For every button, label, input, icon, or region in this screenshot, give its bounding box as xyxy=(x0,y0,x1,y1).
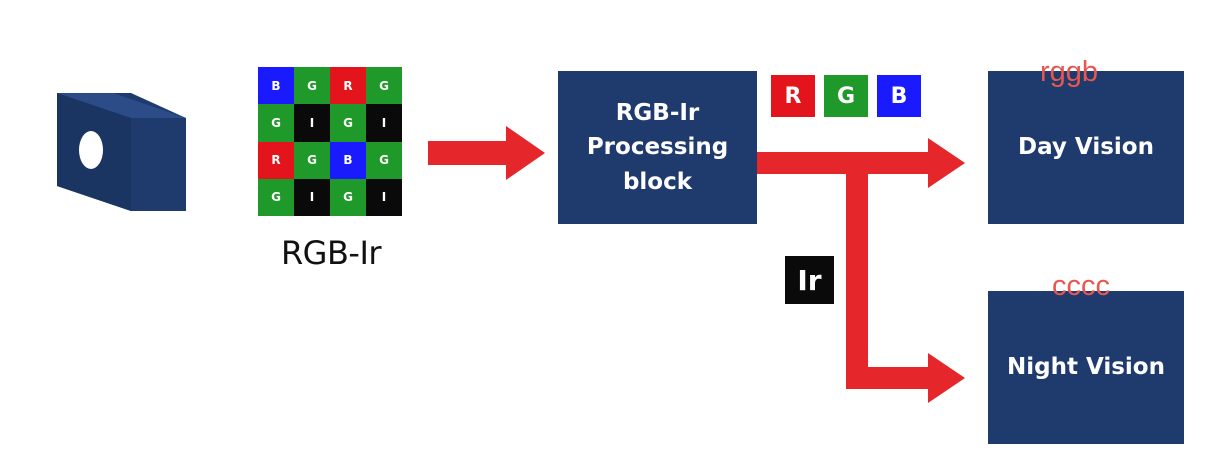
mosaic-cell: R xyxy=(330,67,366,105)
day-vision-block: Day Vision xyxy=(988,71,1184,224)
night-vision-block: Night Vision xyxy=(988,291,1184,444)
arrow-to-night-vision xyxy=(846,163,965,403)
tag-b: B xyxy=(875,73,923,119)
mosaic-cell: I xyxy=(366,104,402,142)
mosaic-cell: G xyxy=(330,104,366,142)
camera-icon xyxy=(57,93,186,211)
mosaic-cell: R xyxy=(258,141,294,179)
day-vision-annotation: rggb xyxy=(1040,56,1099,88)
arrow-to-processing xyxy=(428,126,545,180)
tag-r: R xyxy=(769,73,817,119)
mosaic-cell: B xyxy=(258,67,294,105)
mosaic-cell: B xyxy=(330,141,366,179)
night-vision-annotation: cccc xyxy=(1052,270,1110,302)
ir-label: Ir xyxy=(785,256,834,304)
mosaic-cell: G xyxy=(330,178,366,216)
tag-g: G xyxy=(822,73,870,119)
mosaic-cell: G xyxy=(294,141,330,179)
mosaic-cell: I xyxy=(294,178,330,216)
processing-block: RGB-Ir Processing block xyxy=(558,71,757,224)
mosaic-cell: G xyxy=(294,67,330,105)
mosaic-label: RGB-Ir xyxy=(280,234,382,272)
mosaic-cell: G xyxy=(258,104,294,142)
mosaic-cell: I xyxy=(366,178,402,216)
mosaic-cell: I xyxy=(294,104,330,142)
mosaic-cell: G xyxy=(366,141,402,179)
mosaic-cell: G xyxy=(366,67,402,105)
mosaic-cell: G xyxy=(258,178,294,216)
